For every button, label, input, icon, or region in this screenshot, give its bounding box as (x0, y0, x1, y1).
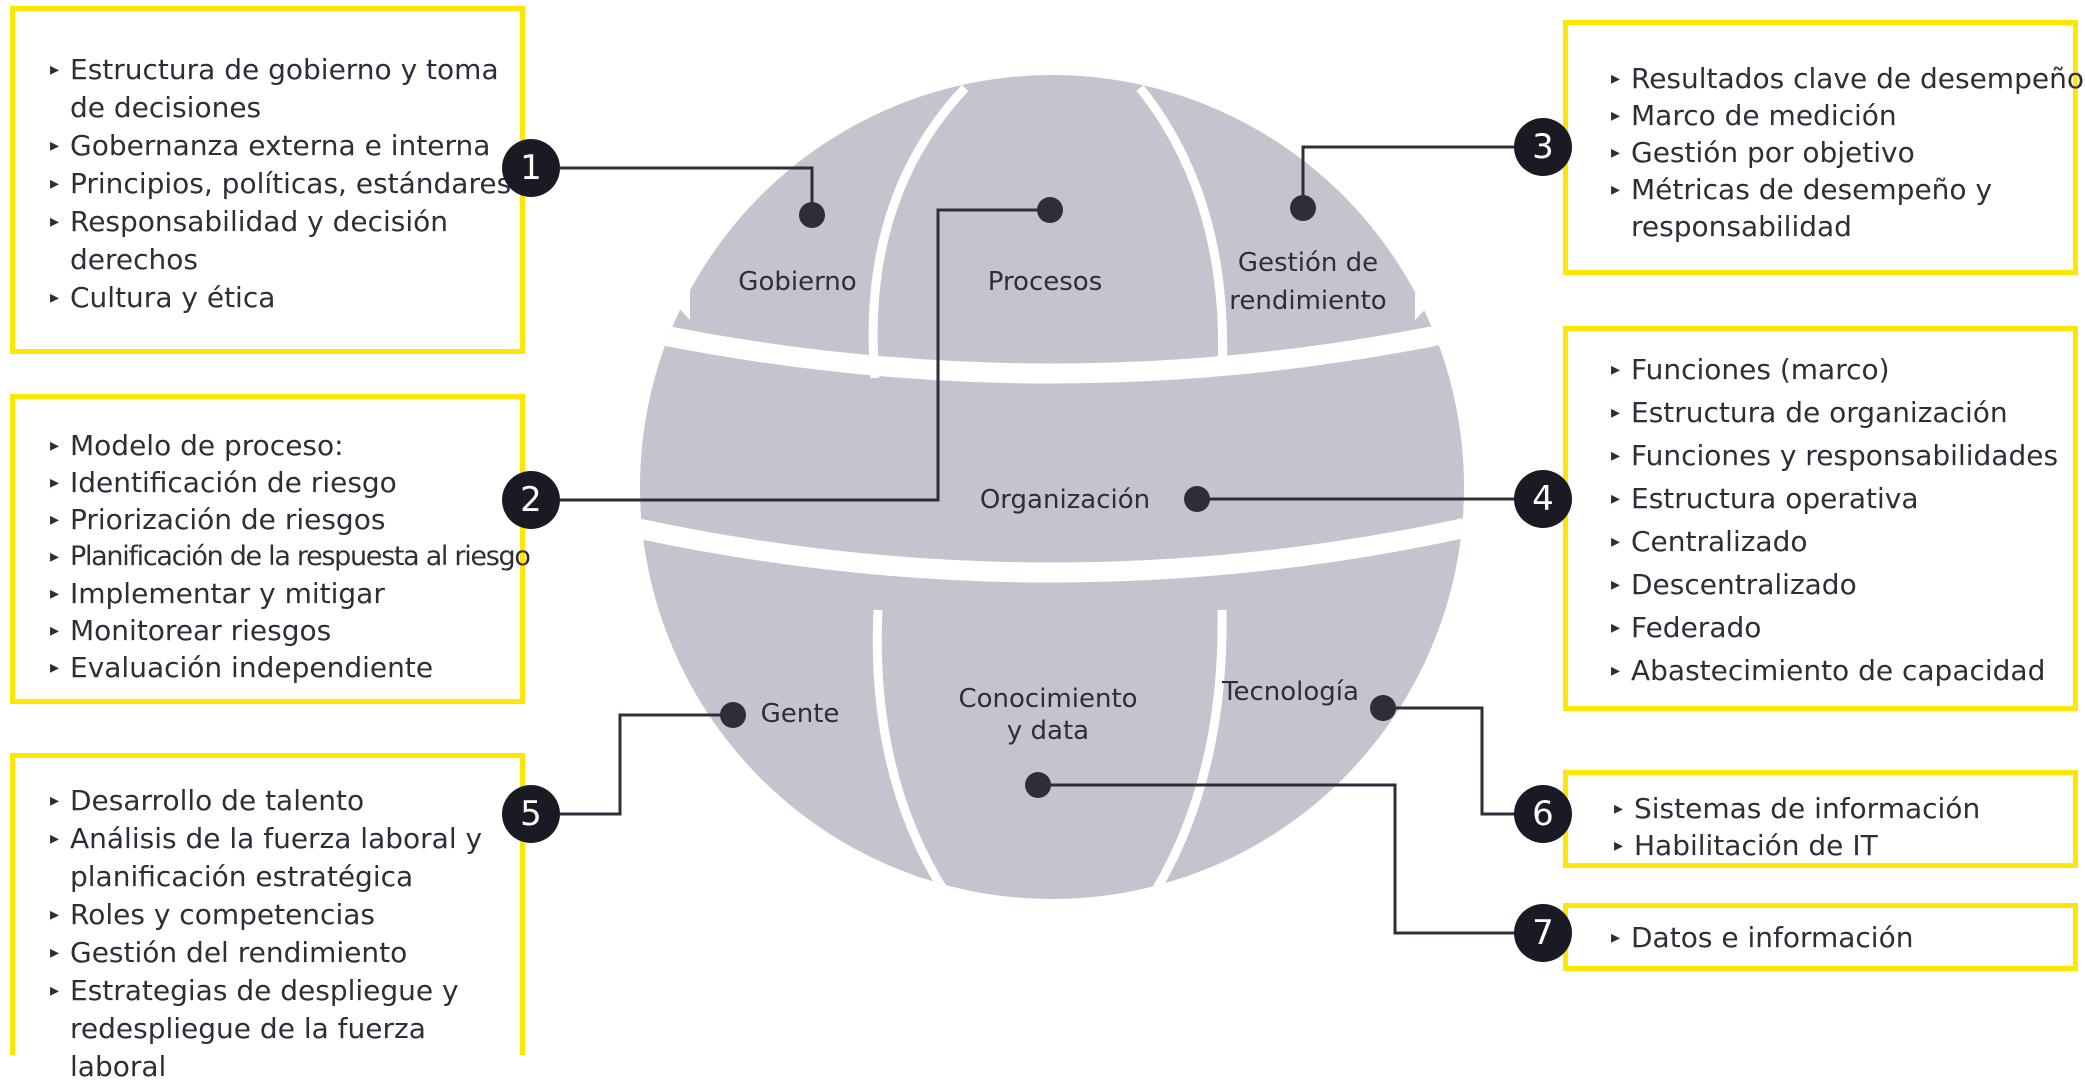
connector-4-dot (1184, 486, 1210, 512)
section-4-item: Descentralizado (1611, 563, 2073, 606)
connector-2-dot (1037, 197, 1063, 223)
globe-label-conocimiento-y-data: Conocimiento y data (958, 684, 1138, 746)
section-5-item: Análisis de la fuerza laboral y planific… (50, 820, 510, 896)
section-7-item: Datos e información (1611, 922, 2073, 955)
section-2-item: Identificación de riesgo (50, 464, 520, 501)
globe-label-gobierno: Gobierno (738, 267, 857, 297)
section-2-item: Evaluación independiente (50, 649, 520, 686)
section-4-box: Funciones (marco) Estructura de organiza… (1563, 326, 2078, 711)
section-1-item: Principios, políticas, estándares (50, 165, 520, 203)
section-4-item: Federado (1611, 606, 2073, 649)
section-1-badge: 1 (502, 139, 560, 197)
section-6-list: Sistemas de información Habilitación de … (1614, 790, 2073, 864)
connector-lines (560, 145, 1517, 935)
section-3-badge: 3 (1514, 118, 1572, 176)
section-4-item: Funciones y responsabilidades (1611, 434, 2073, 477)
section-1-item: Gobernanza externa e interna (50, 127, 520, 165)
section-2-item: Implementar y mitigar (50, 575, 520, 612)
section-7-badge: 7 (1514, 904, 1572, 962)
globe-label-gestion-de-rendimiento: Gestión de rendimiento (1229, 248, 1387, 316)
section-7-list: Datos e información (1611, 922, 2073, 955)
section-6-badge: 6 (1514, 785, 1572, 843)
connector-5-dot (720, 702, 746, 728)
connector-1-dot (799, 202, 825, 228)
section-1-list: Estructura de gobierno y toma de decisio… (50, 51, 520, 317)
section-2-item: Priorización de riesgos (50, 501, 520, 538)
connector-3 (1301, 145, 1517, 208)
section-5-item: Roles y competencias (50, 896, 520, 934)
section-4-item: Estructura operativa (1611, 477, 2073, 520)
section-4-item: Funciones (marco) (1611, 348, 2073, 391)
section-2-box: Modelo de proceso: Identificación de rie… (10, 394, 531, 704)
section-4-list: Funciones (marco) Estructura de organiza… (1611, 348, 2073, 692)
section-5-box: Desarrollo de talento Análisis de la fue… (10, 753, 525, 1083)
section-5-item: Gestión del rendimiento (50, 934, 520, 972)
section-1-item: Responsabilidad y decisión derechos (50, 203, 470, 279)
section-5-badge: 5 (502, 785, 560, 843)
connector-7 (1038, 783, 1517, 935)
section-4-item: Centralizado (1611, 520, 2073, 563)
section-2-item: Planificación de la respuesta al riesgo (50, 538, 531, 575)
section-2-badge: 2 (502, 471, 560, 529)
section-6-item: Sistemas de información (1614, 790, 2073, 827)
globe-label-procesos: Procesos (987, 267, 1103, 297)
section-5-list: Desarrollo de talento Análisis de la fue… (50, 782, 520, 1086)
section-3-list: Resultados clave de desempeño Marco de m… (1611, 60, 2084, 245)
section-5-item: Desarrollo de talento (50, 782, 520, 820)
section-3-item: Gestión por objetivo (1611, 134, 2073, 171)
section-4-item: Abastecimiento de capacidad (1611, 649, 2073, 692)
section-3-item: Marco de medición (1611, 97, 2073, 134)
section-7-box: Datos e información (1563, 903, 2078, 971)
section-4-badge: 4 (1514, 470, 1572, 528)
globe-label-tecnologia: Tecnología (1222, 677, 1359, 707)
section-2-item: Modelo de proceso: (50, 427, 520, 464)
section-3-box: Resultados clave de desempeño Marco de m… (1563, 20, 2084, 275)
connector-6 (1383, 706, 1517, 816)
connector-3-dot (1290, 195, 1316, 221)
section-2-list: Modelo de proceso: Identificación de rie… (50, 427, 531, 686)
connector-5 (560, 713, 733, 816)
section-6-box: Sistemas de información Habilitación de … (1563, 770, 2078, 868)
section-3-item: Métricas de desempeño y responsabilidad (1611, 171, 2031, 245)
connector-6-dot (1370, 695, 1396, 721)
connector-7-dot (1025, 772, 1051, 798)
section-4-item: Estructura de organización (1611, 391, 2073, 434)
section-3-item: Resultados clave de desempeño (1611, 60, 2084, 97)
section-1-box: Estructura de gobierno y toma de decisio… (10, 6, 525, 354)
connector-2 (560, 208, 1050, 502)
section-2-item: Monitorear riesgos (50, 612, 520, 649)
section-1-item: Estructura de gobierno y toma de decisio… (50, 51, 510, 127)
section-6-item: Habilitación de IT (1614, 827, 2073, 864)
section-1-item: Cultura y ética (50, 279, 520, 317)
globe-label-organizacion: Organización (979, 485, 1151, 515)
section-5-item: Estrategias de despliegue y redespliegue… (50, 972, 525, 1086)
connector-1 (560, 166, 814, 215)
globe-label-gente: Gente (760, 699, 840, 729)
